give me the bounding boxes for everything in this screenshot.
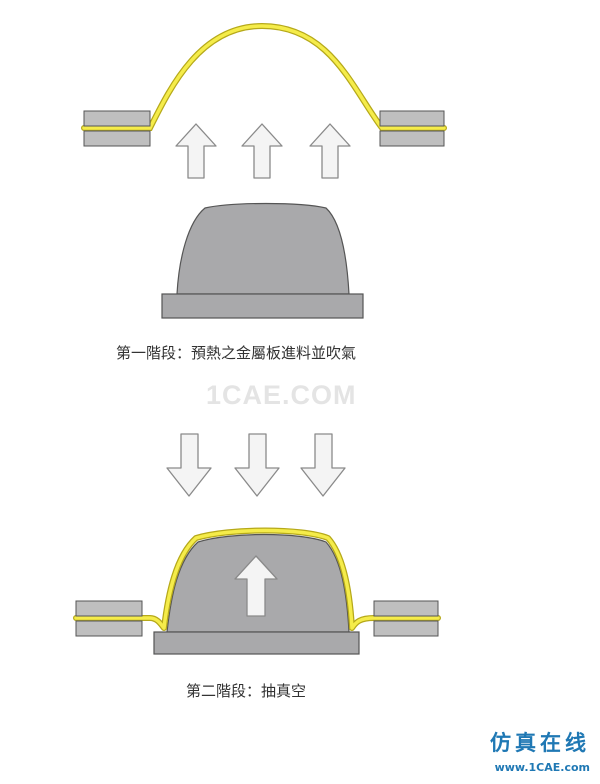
left-clamp-bottom [75,620,143,637]
vacuum-up-arrow-icon [234,555,278,617]
mold-base [161,293,364,319]
watermark-logo-text: 仿真在线 [490,731,590,755]
air-down-arrow-icon [300,433,346,497]
stage2-group [73,433,441,655]
watermark-center-text: 1CAE.COM [206,380,357,410]
air-up-arrow-icon [309,123,351,179]
stage2-caption: 第二階段：抽真空 [186,682,307,700]
air-down-arrow-icon [234,433,280,497]
mold-base [153,631,360,655]
left-clamp-top [75,600,143,617]
right-clamp-top [379,110,445,127]
stage1-caption: 第一階段：預熱之金屬板進料並吹氣 [116,344,357,362]
watermark-logo: 仿真在线 www.1CAE.com [490,727,590,774]
right-clamp-bottom [379,130,445,147]
air-up-arrow-icon [241,123,283,179]
right-clamp-top [373,600,439,617]
stage1-group [81,22,447,319]
air-down-arrow-icon [166,433,212,497]
air-up-arrow-icon [175,123,217,179]
mold [176,202,350,295]
right-clamp-bottom [373,620,439,637]
air-up-arrows [175,123,351,179]
left-clamp-bottom [83,130,151,147]
left-clamp-top [83,110,151,127]
air-down-arrows [166,433,346,497]
watermark-logo-url: www.1CAE.com [494,761,590,774]
